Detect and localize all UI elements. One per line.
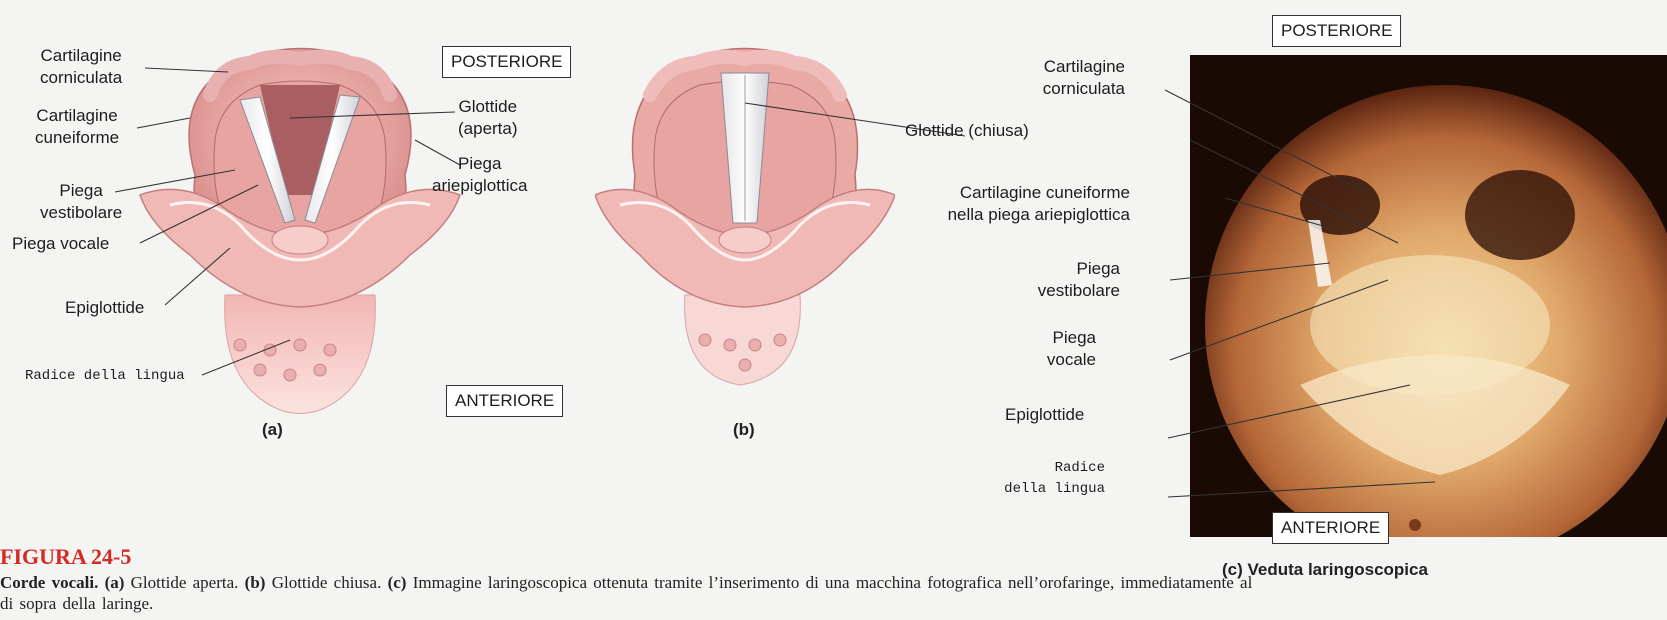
posterior-box-a: POSTERIORE [442, 46, 571, 78]
label-cuneiform-cartilage-c: Cartilagine cuneiforme nella piega ariep… [880, 182, 1130, 226]
caption-a-mark: (a) [105, 573, 125, 592]
figure-title: FIGURA 24-5 [0, 544, 131, 570]
label-epiglottis-c: Epiglottide [1005, 404, 1084, 426]
label-vocal-fold-c: Piega vocale [1010, 327, 1096, 371]
label-tongue-root-a: Radice della lingua [25, 366, 185, 387]
label-tongue-root-c: Radice della lingua [1000, 458, 1105, 500]
caption-b-mark: (b) [245, 573, 266, 592]
caption-a-text: Glottide aperta. [131, 573, 239, 592]
caption-c-mark: (c) [388, 573, 407, 592]
figure-caption: Corde vocali. (a) Glottide aperta. (b) G… [0, 572, 1260, 614]
label-glottis-closed: Glottide (chiusa) [905, 120, 1029, 142]
label-vestibular-fold-a: Piega vestibolare [40, 180, 122, 224]
label-epiglottis-a: Epiglottide [65, 297, 144, 319]
label-corniculate-cartilage-c: Cartilagine corniculata [990, 56, 1125, 100]
label-vocal-fold-a: Piega vocale [12, 233, 109, 255]
label-glottis-open: Glottide (aperta) [458, 96, 518, 140]
label-aryepiglottic-fold: Piega ariepiglottica [432, 153, 527, 197]
anterior-box-a: ANTERIORE [446, 385, 563, 417]
anterior-box-c: ANTERIORE [1272, 512, 1389, 544]
label-corniculate-cartilage-a: Cartilagine corniculata [40, 45, 122, 89]
caption-lead: Corde vocali. [0, 573, 98, 592]
label-vestibular-fold-c: Piega vestibolare [1010, 258, 1120, 302]
caption-b-text: Glottide chiusa. [272, 573, 382, 592]
posterior-box-c: POSTERIORE [1272, 15, 1401, 47]
sublabel-b: (b) [733, 420, 755, 440]
label-cuneiform-cartilage-a: Cartilagine cuneiforme [35, 105, 119, 149]
sublabel-a: (a) [262, 420, 283, 440]
